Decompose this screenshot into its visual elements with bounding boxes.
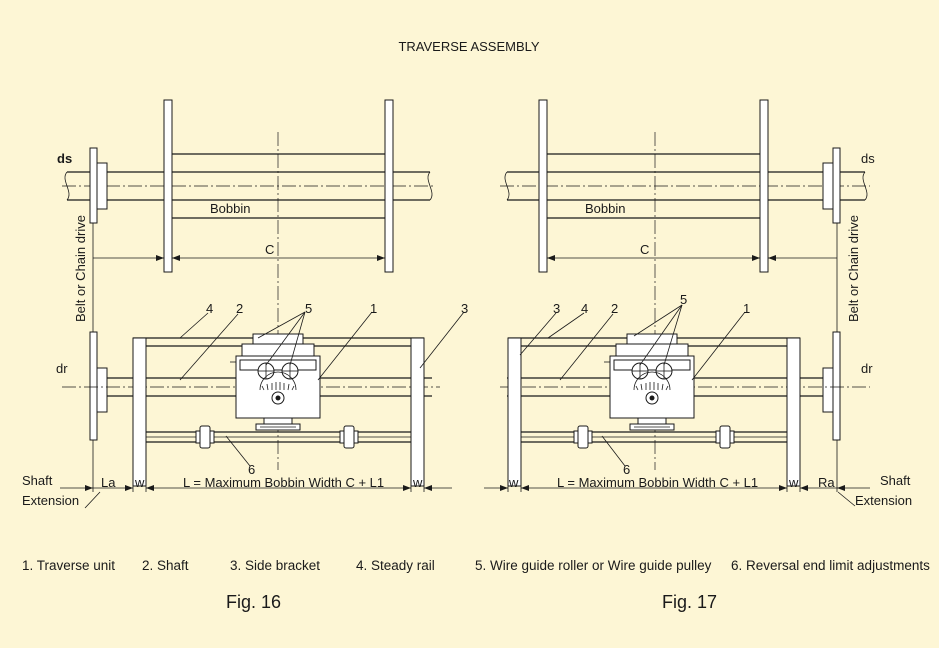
fig17-callout-4: 4 [581,301,588,316]
legend-item-reversal-limits: 6. Reversal end limit adjustments [731,558,930,573]
fig17-callout-6: 6 [623,462,630,477]
fig17-l-formula: L = Maximum Bobbin Width C + L1 [557,475,758,490]
fig16-ds-label: ds [57,151,72,166]
fig17-caption: Fig. 17 [662,592,717,612]
fig17-callout-1: 1 [743,301,750,316]
legend-item-steady-rail: 4. Steady rail [356,558,435,573]
fig17-c-label: C [640,242,649,257]
fig16-callout-4: 4 [206,301,213,316]
fig17-callout-5: 5 [680,292,687,307]
fig17-w-left-label: w [508,475,519,490]
fig17-extension-label: Extension [855,493,912,508]
fig17-shaft-label: Shaft [880,473,911,488]
fig16-callout-1: 1 [370,301,377,316]
fig17-ra-label: Ra [818,475,835,490]
fig16-bobbin-label: Bobbin [210,201,250,216]
figure-16: ds dr Bobbin C Belt or Chain drive 4 2 5… [22,99,468,509]
fig16-dr-label: dr [56,361,68,376]
fig17-ds-label: ds [861,151,875,166]
fig17-callout-3: 3 [553,301,560,316]
legend-item-shaft: 2. Shaft [142,558,189,573]
fig16-callout-6: 6 [248,462,255,477]
fig17-drive-label: Belt or Chain drive [846,215,861,322]
diagram-title: TRAVERSE ASSEMBLY [398,39,539,54]
figure-17: ds dr Bobbin C Belt or Chain drive 3 4 2… [484,99,912,508]
fig16-c-label: C [265,242,274,257]
fig17-dr-label: dr [861,361,873,376]
legend-item-wire-guide: 5. Wire guide roller or Wire guide pulle… [475,558,712,573]
fig16-callout-3: 3 [461,301,468,316]
fig16-shaft-label: Shaft [22,473,53,488]
legend-item-traverse-unit: 1. Traverse unit [22,558,115,573]
fig16-extension-label: Extension [22,493,79,508]
fig17-w-right-label: w [788,475,799,490]
fig16-w-right-label: w [412,475,423,490]
fig16-w-left-label: w [134,475,145,490]
fig16-drive-label: Belt or Chain drive [73,215,88,322]
legend: 1. Traverse unit 2. Shaft 3. Side bracke… [22,558,930,573]
fig16-caption: Fig. 16 [226,592,281,612]
legend-item-side-bracket: 3. Side bracket [230,558,320,573]
fig16-callout-2: 2 [236,301,243,316]
fig16-la-label: La [101,475,116,490]
fig17-bobbin-label: Bobbin [585,201,625,216]
fig17-callout-2: 2 [611,301,618,316]
fig16-l-formula: L = Maximum Bobbin Width C + L1 [183,475,384,490]
fig16-callout-5: 5 [305,301,312,316]
